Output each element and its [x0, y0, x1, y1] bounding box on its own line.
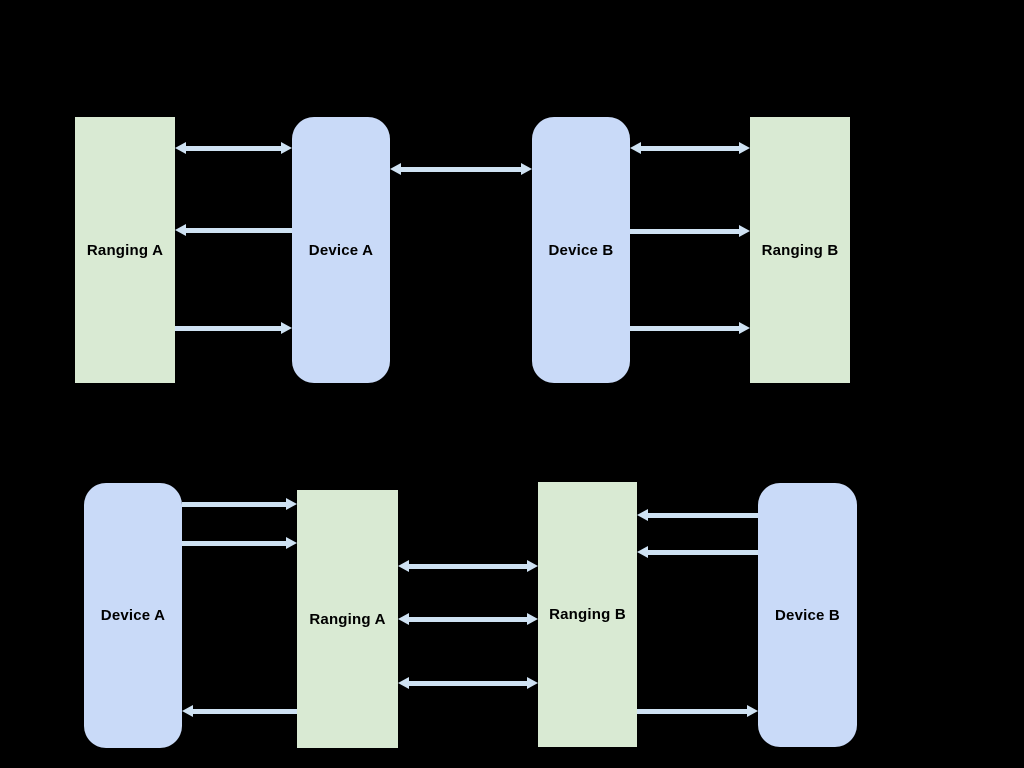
- box-top-device-a: Device A: [292, 117, 390, 383]
- arrow-device-b2-to-ranging-b2: [637, 509, 758, 521]
- arrowhead-right-icon: [739, 142, 750, 154]
- arrowhead-left-icon: [175, 224, 186, 236]
- box-bottom-device-b: Device B: [758, 483, 857, 747]
- arrow-device-a-to-device-b: [390, 163, 532, 175]
- arrow-shaft: [399, 167, 523, 172]
- arrow-shaft: [182, 502, 288, 507]
- arrowhead-left-icon: [390, 163, 401, 175]
- box-label: Ranging B: [761, 241, 839, 259]
- arrowhead-left-icon: [630, 142, 641, 154]
- arrow-device-b-to-ranging-b: [630, 225, 750, 237]
- arrow-shaft: [646, 550, 758, 555]
- arrowhead-right-icon: [286, 498, 297, 510]
- box-label: Device B: [775, 606, 840, 624]
- arrow-shaft: [191, 709, 297, 714]
- arrow-shaft: [182, 541, 288, 546]
- arrow-device-b-to-ranging-b: [630, 322, 750, 334]
- arrow-shaft: [407, 564, 529, 569]
- arrow-device-b-to-ranging-b: [630, 142, 750, 154]
- arrowhead-left-icon: [398, 677, 409, 689]
- box-label: Ranging A: [86, 241, 164, 259]
- arrowhead-right-icon: [739, 225, 750, 237]
- arrow-ranging-b2-to-device-b2: [637, 705, 758, 717]
- arrowhead-right-icon: [747, 705, 758, 717]
- arrow-device-a-to-ranging-a: [175, 224, 292, 236]
- arrow-shaft: [407, 617, 529, 622]
- box-label: Ranging B: [549, 606, 626, 623]
- arrowhead-right-icon: [527, 677, 538, 689]
- box-bottom-ranging-a: Ranging A: [297, 490, 398, 748]
- arrow-ranging-a2-to-ranging-b2: [398, 613, 538, 625]
- box-top-device-b: Device B: [532, 117, 630, 383]
- box-bottom-ranging-b: Ranging B: [538, 482, 637, 747]
- arrowhead-left-icon: [398, 560, 409, 572]
- arrowhead-left-icon: [182, 705, 193, 717]
- box-label: Ranging A: [309, 610, 386, 628]
- box-label: Device A: [308, 241, 374, 259]
- box-top-ranging-a: Ranging A: [75, 117, 175, 383]
- arrow-shaft: [630, 326, 741, 331]
- arrow-device-a2-to-ranging-a2: [182, 537, 297, 549]
- arrow-shaft: [637, 709, 749, 714]
- arrowhead-right-icon: [527, 560, 538, 572]
- arrowhead-right-icon: [527, 613, 538, 625]
- arrow-shaft: [184, 228, 292, 233]
- arrow-device-b2-to-ranging-b2: [637, 546, 758, 558]
- arrowhead-right-icon: [739, 322, 750, 334]
- arrow-ranging-a2-to-device-a2: [182, 705, 297, 717]
- arrow-shaft: [175, 326, 283, 331]
- arrowhead-right-icon: [521, 163, 532, 175]
- arrowhead-left-icon: [637, 509, 648, 521]
- arrowhead-left-icon: [175, 142, 186, 154]
- arrow-ranging-a2-to-ranging-b2: [398, 560, 538, 572]
- box-top-ranging-b: Ranging B: [750, 117, 850, 383]
- arrow-shaft: [639, 146, 741, 151]
- arrowhead-left-icon: [637, 546, 648, 558]
- arrowhead-left-icon: [398, 613, 409, 625]
- box-bottom-device-a: Device A: [84, 483, 182, 748]
- arrowhead-right-icon: [281, 142, 292, 154]
- arrow-shaft: [630, 229, 741, 234]
- arrow-device-a2-to-ranging-a2: [182, 498, 297, 510]
- arrow-ranging-a-to-device-a: [175, 142, 292, 154]
- arrow-ranging-a2-to-ranging-b2: [398, 677, 538, 689]
- arrow-shaft: [407, 681, 529, 686]
- arrowhead-right-icon: [286, 537, 297, 549]
- arrow-ranging-a-to-device-a: [175, 322, 292, 334]
- arrow-shaft: [184, 146, 283, 151]
- box-label: Device A: [100, 607, 166, 624]
- arrow-shaft: [646, 513, 758, 518]
- box-label: Device B: [548, 241, 614, 259]
- arrowhead-right-icon: [281, 322, 292, 334]
